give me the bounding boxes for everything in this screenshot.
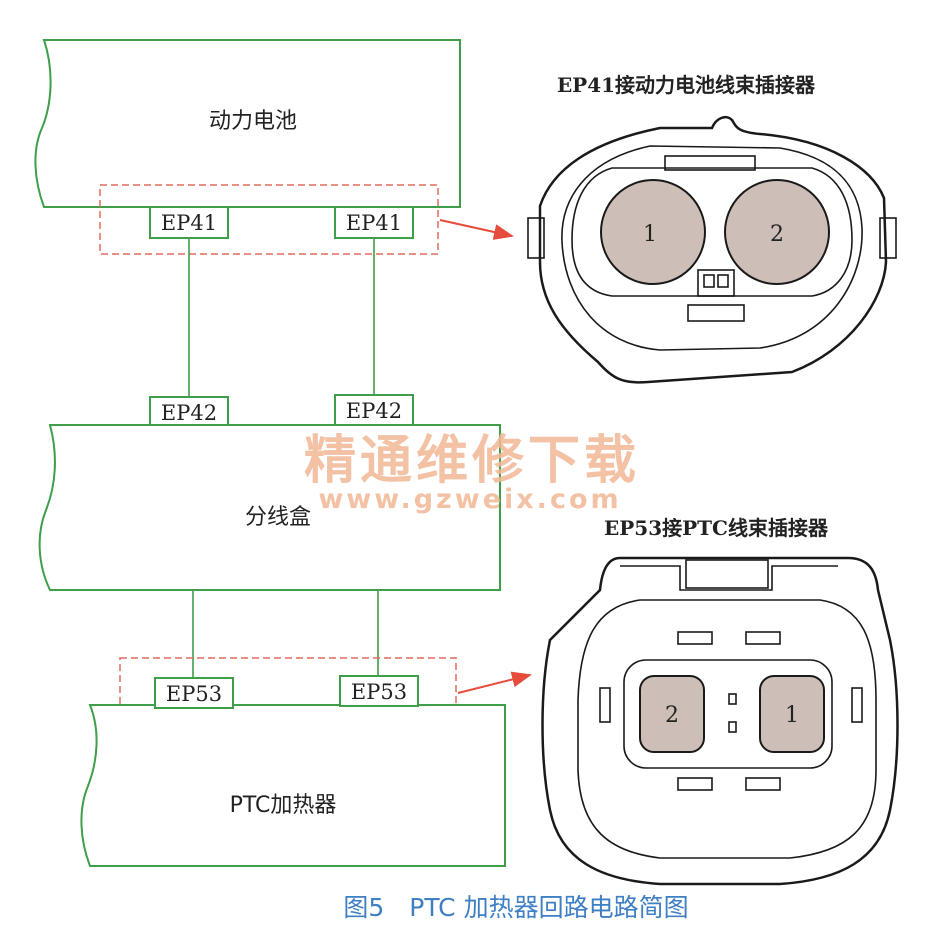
ep53-pin-2-label: 2	[665, 703, 679, 728]
ep41-left-tag	[149, 206, 229, 239]
ep42-left-label: EP42	[161, 401, 217, 425]
ep53-pin-2	[639, 675, 705, 753]
ep53-right-label: EP53	[351, 680, 407, 704]
ptc-heater-block	[80, 704, 506, 867]
ep41-connector: 1 2	[527, 116, 897, 384]
ep41-right-tag	[334, 206, 414, 239]
junction-box-block	[38, 424, 501, 591]
battery-label: 动力电池	[209, 109, 297, 134]
ep53-connector: 2 1	[541, 556, 899, 886]
ep41-pin-1-label: 1	[643, 222, 657, 247]
watermark-text: 精通维修下载	[304, 431, 640, 491]
ptc-heater-label: PTC加热器	[230, 793, 337, 818]
ep53-right-tag	[339, 675, 419, 707]
ep41-pin-2-label: 2	[770, 222, 784, 247]
junction-box-label: 分线盒	[245, 505, 311, 530]
ep41-pin-1	[600, 179, 706, 285]
ep41-connector-title: EP41接动力电池线束插接器	[557, 73, 816, 97]
ep41-pointer-arrow	[439, 219, 514, 240]
ep53-left-tag	[154, 677, 234, 709]
ep53-pointer-arrow	[457, 671, 532, 694]
ep53-pin-1	[759, 675, 825, 753]
watermark-url: www.gzweix.com	[318, 484, 621, 515]
ep53-left-label: EP53	[166, 682, 222, 706]
ep42-right-label: EP42	[346, 399, 402, 423]
figure-caption: 图5 PTC 加热器回路电路简图	[343, 893, 688, 922]
ep41-pin-2	[724, 179, 830, 285]
ep41-highlight-box	[99, 184, 439, 255]
ep42-right-tag	[334, 394, 414, 426]
ep41-left-label: EP41	[161, 211, 217, 235]
ep53-connector-title: EP53接PTC线束插接器	[604, 516, 829, 540]
battery-block	[34, 39, 461, 208]
ep41-right-label: EP41	[346, 211, 402, 235]
ep53-pin-1-label: 1	[785, 703, 799, 728]
